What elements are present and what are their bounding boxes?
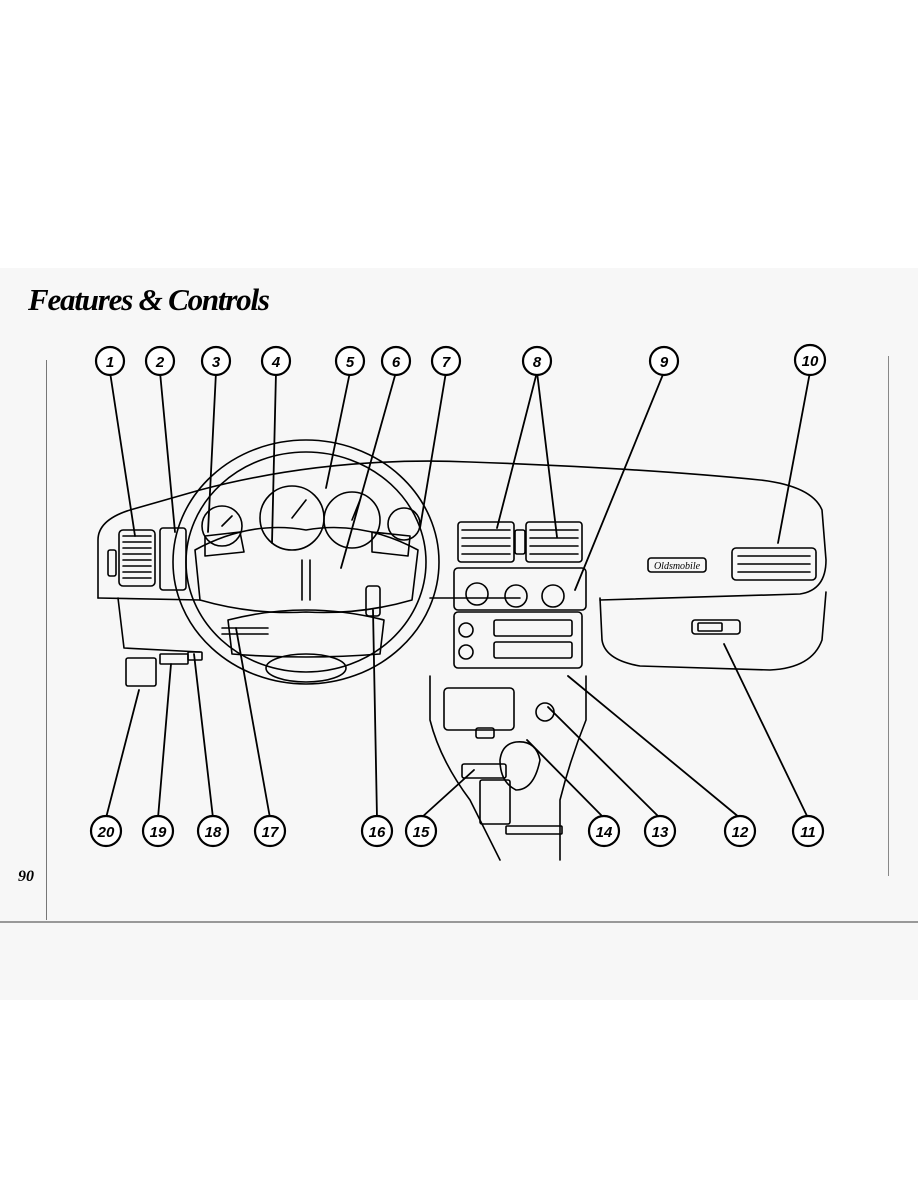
callout-4: 4 [271,354,281,371]
left-air-vent [107,529,156,587]
radio-panel [453,611,583,669]
callout-18: 18 [205,824,222,841]
callout-14: 14 [596,824,613,841]
callout-17: 17 [262,824,279,841]
callout-circles [89,343,827,848]
left-margin-rule [46,360,47,920]
callout-11: 11 [800,824,816,841]
callout-10: 10 [802,353,819,370]
center-console [429,675,587,861]
page-background [0,268,918,1000]
callout-16: 16 [369,824,386,841]
callout-7: 7 [442,354,451,371]
callout-9: 9 [660,354,669,371]
bottom-rule [0,921,918,923]
callout-1: 1 [106,354,114,371]
center-air-vents [457,521,583,563]
climate-control-panel [453,567,587,611]
page-number: 90 [18,868,34,885]
steering-wheel [172,439,440,685]
right-margin-rule [888,356,889,876]
callout-2: 2 [155,354,165,371]
instrument-cluster [201,485,421,551]
oldsmobile-badge [647,557,707,573]
callout-3: 3 [212,354,221,371]
callout-8: 8 [533,354,542,371]
callout-5: 5 [346,354,355,371]
callout-19: 19 [150,824,167,841]
callout-20: 20 [97,824,115,841]
brand-badge-text: Oldsmobile [654,561,701,572]
right-air-vent [731,547,817,581]
callout-numbers: 1 2 3 4 5 6 7 8 9 10 11 12 13 14 15 16 1… [97,353,819,841]
callout-6: 6 [392,354,401,371]
under-dash-controls [125,651,203,687]
page-title: Features & Controls [28,282,270,317]
callout-13: 13 [652,824,669,841]
callout-leader-lines [105,371,811,819]
callout-12: 12 [732,824,749,841]
glovebox-latch [691,619,741,635]
callout-15: 15 [413,824,430,841]
dashboard-outline [97,460,827,671]
